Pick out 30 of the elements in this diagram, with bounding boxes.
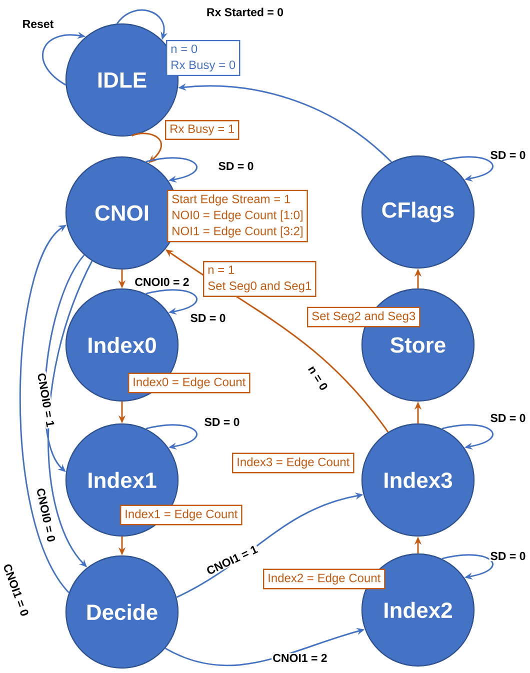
edge-label: Reset: [21, 19, 55, 30]
arrow: [19, 224, 70, 594]
edge-label: CNOI1 = 2: [272, 652, 328, 664]
edge-label: CNOI1 = 0: [2, 562, 30, 618]
action-box: Index0 = Edge Count: [128, 372, 250, 394]
edge-label: Rx Started = 0: [206, 6, 284, 18]
edge-label: SD = 0: [203, 416, 241, 428]
edge-label: SD = 0: [217, 160, 255, 172]
action-box: Start Edge Stream = 1 NOI0 = Edge Count [1:0] NOI1 = Edge Count [3:2]: [167, 190, 308, 242]
edge-label: n = 0: [306, 363, 330, 393]
action-box: Index1 = Edge Count: [120, 504, 242, 526]
arrow: [146, 289, 198, 315]
edge-label: SD = 0: [189, 312, 227, 324]
arrow: [146, 424, 198, 450]
action-box: n = 1 Set Seg0 and Seg1: [203, 261, 316, 297]
action-box: Rx Busy = 1: [165, 120, 240, 140]
edge-label: SD = 0: [489, 150, 527, 160]
edge-label: CNOI0 = 0: [35, 486, 57, 544]
arrow: [442, 424, 494, 450]
edge-label: CNOI0 = 2: [134, 276, 190, 288]
action-box: n = 0 Rx Busy = 0: [166, 40, 240, 76]
edge-label: CNOI0 = 1: [36, 371, 56, 429]
edge-label: SD = 0: [489, 550, 527, 562]
action-box: Index3 = Edge Count: [232, 452, 354, 474]
action-box: Index2 = Edge Count: [263, 568, 386, 590]
arrow: [442, 156, 494, 182]
edge-label: SD = 0: [489, 412, 527, 424]
arrow: [442, 554, 494, 580]
action-box: Set Seg2 and Seg3: [307, 306, 420, 328]
arrow: [146, 157, 198, 183]
